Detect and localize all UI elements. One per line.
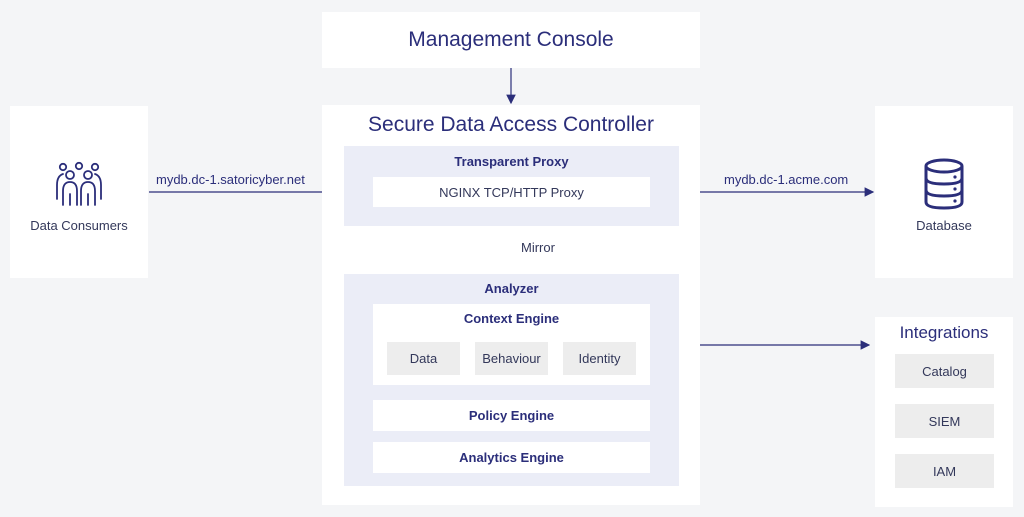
context-item-label: Behaviour [482,351,541,366]
policy-engine-label: Policy Engine [468,408,555,423]
consumer-host-label: mydb.dc-1.satoricyber.net [156,172,305,187]
context-item-data: Data [387,342,460,375]
context-item-label: Identity [578,351,621,366]
integrations-title: Integrations [899,323,989,342]
controller-title: Secure Data Access Controller [368,113,654,136]
integration-item-iam: IAM [895,454,994,488]
integration-item-label: SIEM [928,413,961,429]
database-label: Database [916,217,972,233]
transparent-proxy-title: Transparent Proxy [454,153,569,169]
nginx-proxy-box: NGINX TCP/HTTP Proxy [373,177,650,207]
data-consumers-label: Data Consumers [30,217,128,233]
data-consumers-box: Data Consumers [10,106,148,278]
nginx-proxy-label: NGINX TCP/HTTP Proxy [439,184,584,200]
analytics-engine-label: Analytics Engine [459,450,564,465]
database-icon [924,158,964,210]
integration-item-label: Catalog [922,363,967,379]
policy-engine-box: Policy Engine [373,400,650,431]
integration-item-catalog: Catalog [895,354,994,388]
integration-item-siem: SIEM [895,404,994,438]
people-group-icon [56,161,102,206]
analyzer-title: Analyzer [484,280,539,296]
management-console-box: Management Console [322,12,700,68]
management-console-title: Management Console [408,28,614,51]
integration-item-label: IAM [932,463,957,479]
context-engine-title: Context Engine [463,310,560,326]
database-host-label: mydb.dc-1.acme.com [724,172,849,187]
mirror-label: Mirror [521,240,555,255]
context-item-behaviour: Behaviour [475,342,548,375]
analytics-engine-box: Analytics Engine [373,442,650,473]
context-item-label: Data [409,351,438,366]
context-item-identity: Identity [563,342,636,375]
database-box: Database [875,106,1013,278]
